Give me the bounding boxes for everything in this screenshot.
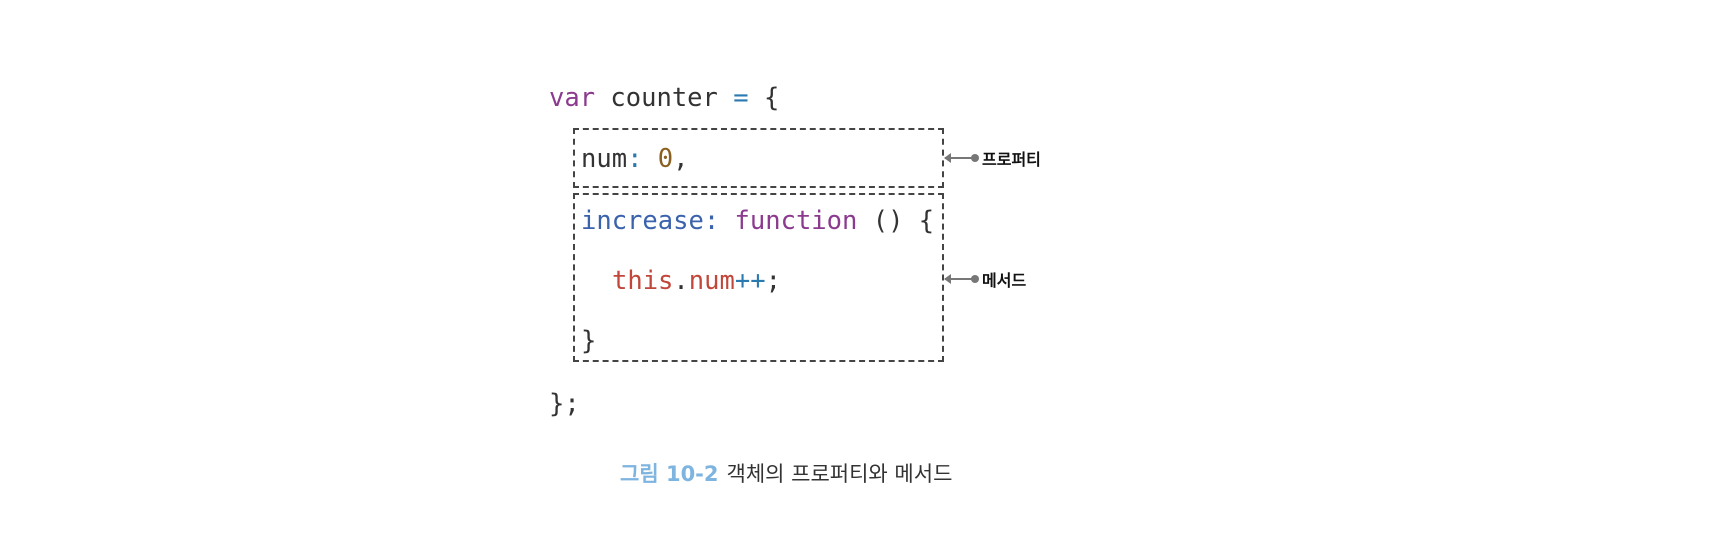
property-num: num <box>688 266 735 296</box>
method-key-increase: increase <box>581 206 704 236</box>
property-arrow-icon <box>944 153 979 163</box>
code-line-6: }; <box>549 389 580 419</box>
figure-caption: 그림 10-2 객체의 프로퍼티와 메서드 <box>620 458 952 488</box>
identifier-counter: counter <box>595 83 734 113</box>
code-line-1: var counter = { <box>549 83 780 113</box>
method-arrow-icon <box>944 274 979 284</box>
code-line-4: this.num++; <box>612 266 781 296</box>
colon: : <box>627 144 643 174</box>
property-box <box>573 128 944 188</box>
caption-text: 객체의 프로퍼티와 메서드 <box>726 462 953 486</box>
keyword-var: var <box>549 83 596 113</box>
operator-equals: = <box>733 83 749 113</box>
method-box <box>573 193 944 362</box>
code-line-3: increase: function () { <box>581 206 935 236</box>
comma: , <box>673 144 689 174</box>
keyword-this: this <box>612 266 674 296</box>
dot: . <box>673 266 689 296</box>
property-label: 프로퍼티 <box>982 150 1041 169</box>
open-brace: { <box>748 83 780 113</box>
property-key-num: num <box>581 144 628 174</box>
figure-number: 그림 10-2 <box>620 462 719 486</box>
increment-operator: ++ <box>734 266 766 296</box>
colon: : <box>703 206 720 236</box>
code-line-5: } <box>581 326 597 356</box>
keyword-function: function <box>719 206 858 236</box>
code-line-2: num: 0, <box>581 144 689 174</box>
semicolon: ; <box>765 266 781 296</box>
function-params: () { <box>857 206 935 236</box>
method-label: 메서드 <box>982 271 1027 290</box>
number-value: 0 <box>657 144 674 174</box>
